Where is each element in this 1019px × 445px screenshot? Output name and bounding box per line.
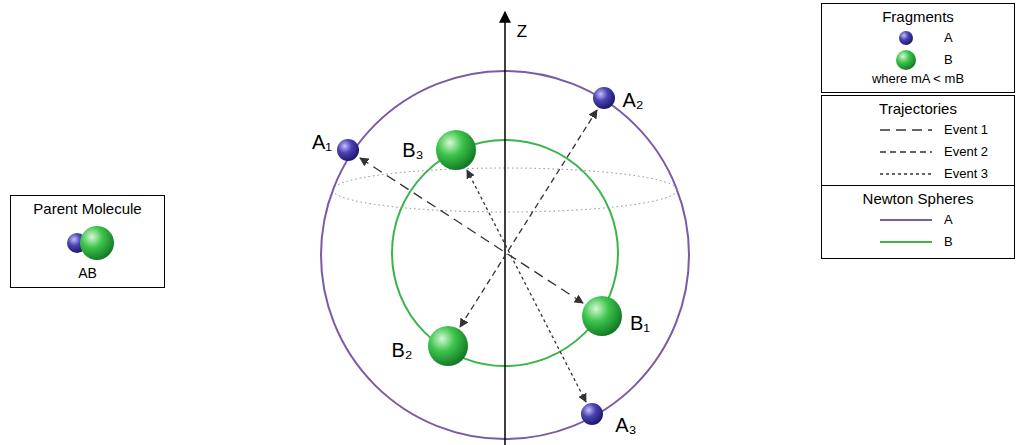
legend-sample: [876, 231, 936, 253]
sphere-line-sample: [880, 219, 932, 221]
legend-list: AB: [830, 27, 1006, 71]
event-2-trajectory: [460, 110, 597, 327]
legend-row: Event 3: [830, 163, 1006, 185]
fragment-b-sphere: [896, 50, 916, 70]
box-heading: Newton Spheres: [830, 190, 1006, 209]
fragment-a-sphere: [899, 31, 913, 45]
legend-row: Event 2: [830, 141, 1006, 163]
fragment-label: B₁: [630, 312, 650, 335]
legend-row: A: [830, 209, 1006, 231]
legend-row: A: [830, 27, 1006, 49]
legend-sample: [876, 163, 936, 185]
molecule-holder: [19, 223, 156, 263]
fragment-label: A₂: [622, 89, 643, 112]
z-axis: [504, 12, 506, 445]
fragment-label: A₃: [615, 414, 636, 437]
parent-molecule-box: Parent MoleculeAB: [10, 195, 165, 288]
fragment-label: B₃: [402, 139, 423, 162]
trajectory-sample: [880, 173, 932, 174]
legend-text: B: [944, 52, 953, 68]
newton-spheres-legend-box: Newton SpheresAB: [821, 185, 1015, 259]
fragment-a-sphere: [337, 139, 359, 161]
sphere-line-sample: [880, 241, 932, 243]
legend-text: Event 1: [944, 122, 988, 138]
legend-text: Event 2: [944, 144, 988, 160]
legend-row: B: [830, 231, 1006, 253]
legend-sample: [876, 119, 936, 141]
legend-sample: [876, 27, 936, 49]
trajectory-sample: [880, 129, 932, 130]
fragments-legend-box: FragmentsABwhere mA < mB: [821, 3, 1015, 93]
legend-sample: [876, 141, 936, 163]
legend-text: A: [944, 30, 953, 46]
fragment-label: B₂: [391, 339, 412, 362]
atom-b: [80, 226, 114, 260]
trajectories-legend-box: TrajectoriesEvent 1 Event 2 Event 3: [821, 95, 1015, 191]
fragment-b-sphere: [428, 326, 468, 366]
fragment-b-sphere: [582, 296, 622, 336]
mass-note: where mA < mB: [830, 71, 1006, 87]
legend-sample: [876, 209, 936, 231]
event-1-trajectory: [360, 158, 583, 303]
fragment-a-sphere: [593, 87, 615, 109]
legend-list: AB: [830, 209, 1006, 253]
event-3-trajectory: [467, 170, 586, 402]
trajectory-sample: [880, 151, 932, 152]
box-heading: Parent Molecule: [19, 200, 156, 219]
fragment-label: A₁: [312, 131, 332, 154]
legend-text: Event 3: [944, 166, 988, 182]
molecule-name: AB: [19, 265, 156, 283]
legend-text: B: [944, 234, 953, 250]
axis-label: Z: [517, 22, 527, 42]
fragment-b-sphere: [436, 130, 476, 170]
legend-row: B: [830, 49, 1006, 71]
legend-text: A: [944, 212, 953, 228]
legend-row: Event 1: [830, 119, 1006, 141]
box-heading: Trajectories: [830, 100, 1006, 119]
legend-list: Event 1 Event 2 Event 3: [830, 119, 1006, 185]
box-heading: Fragments: [830, 8, 1006, 27]
fragment-a-sphere: [581, 403, 603, 425]
legend-sample: [876, 49, 936, 71]
molecule-icon: [53, 223, 123, 263]
